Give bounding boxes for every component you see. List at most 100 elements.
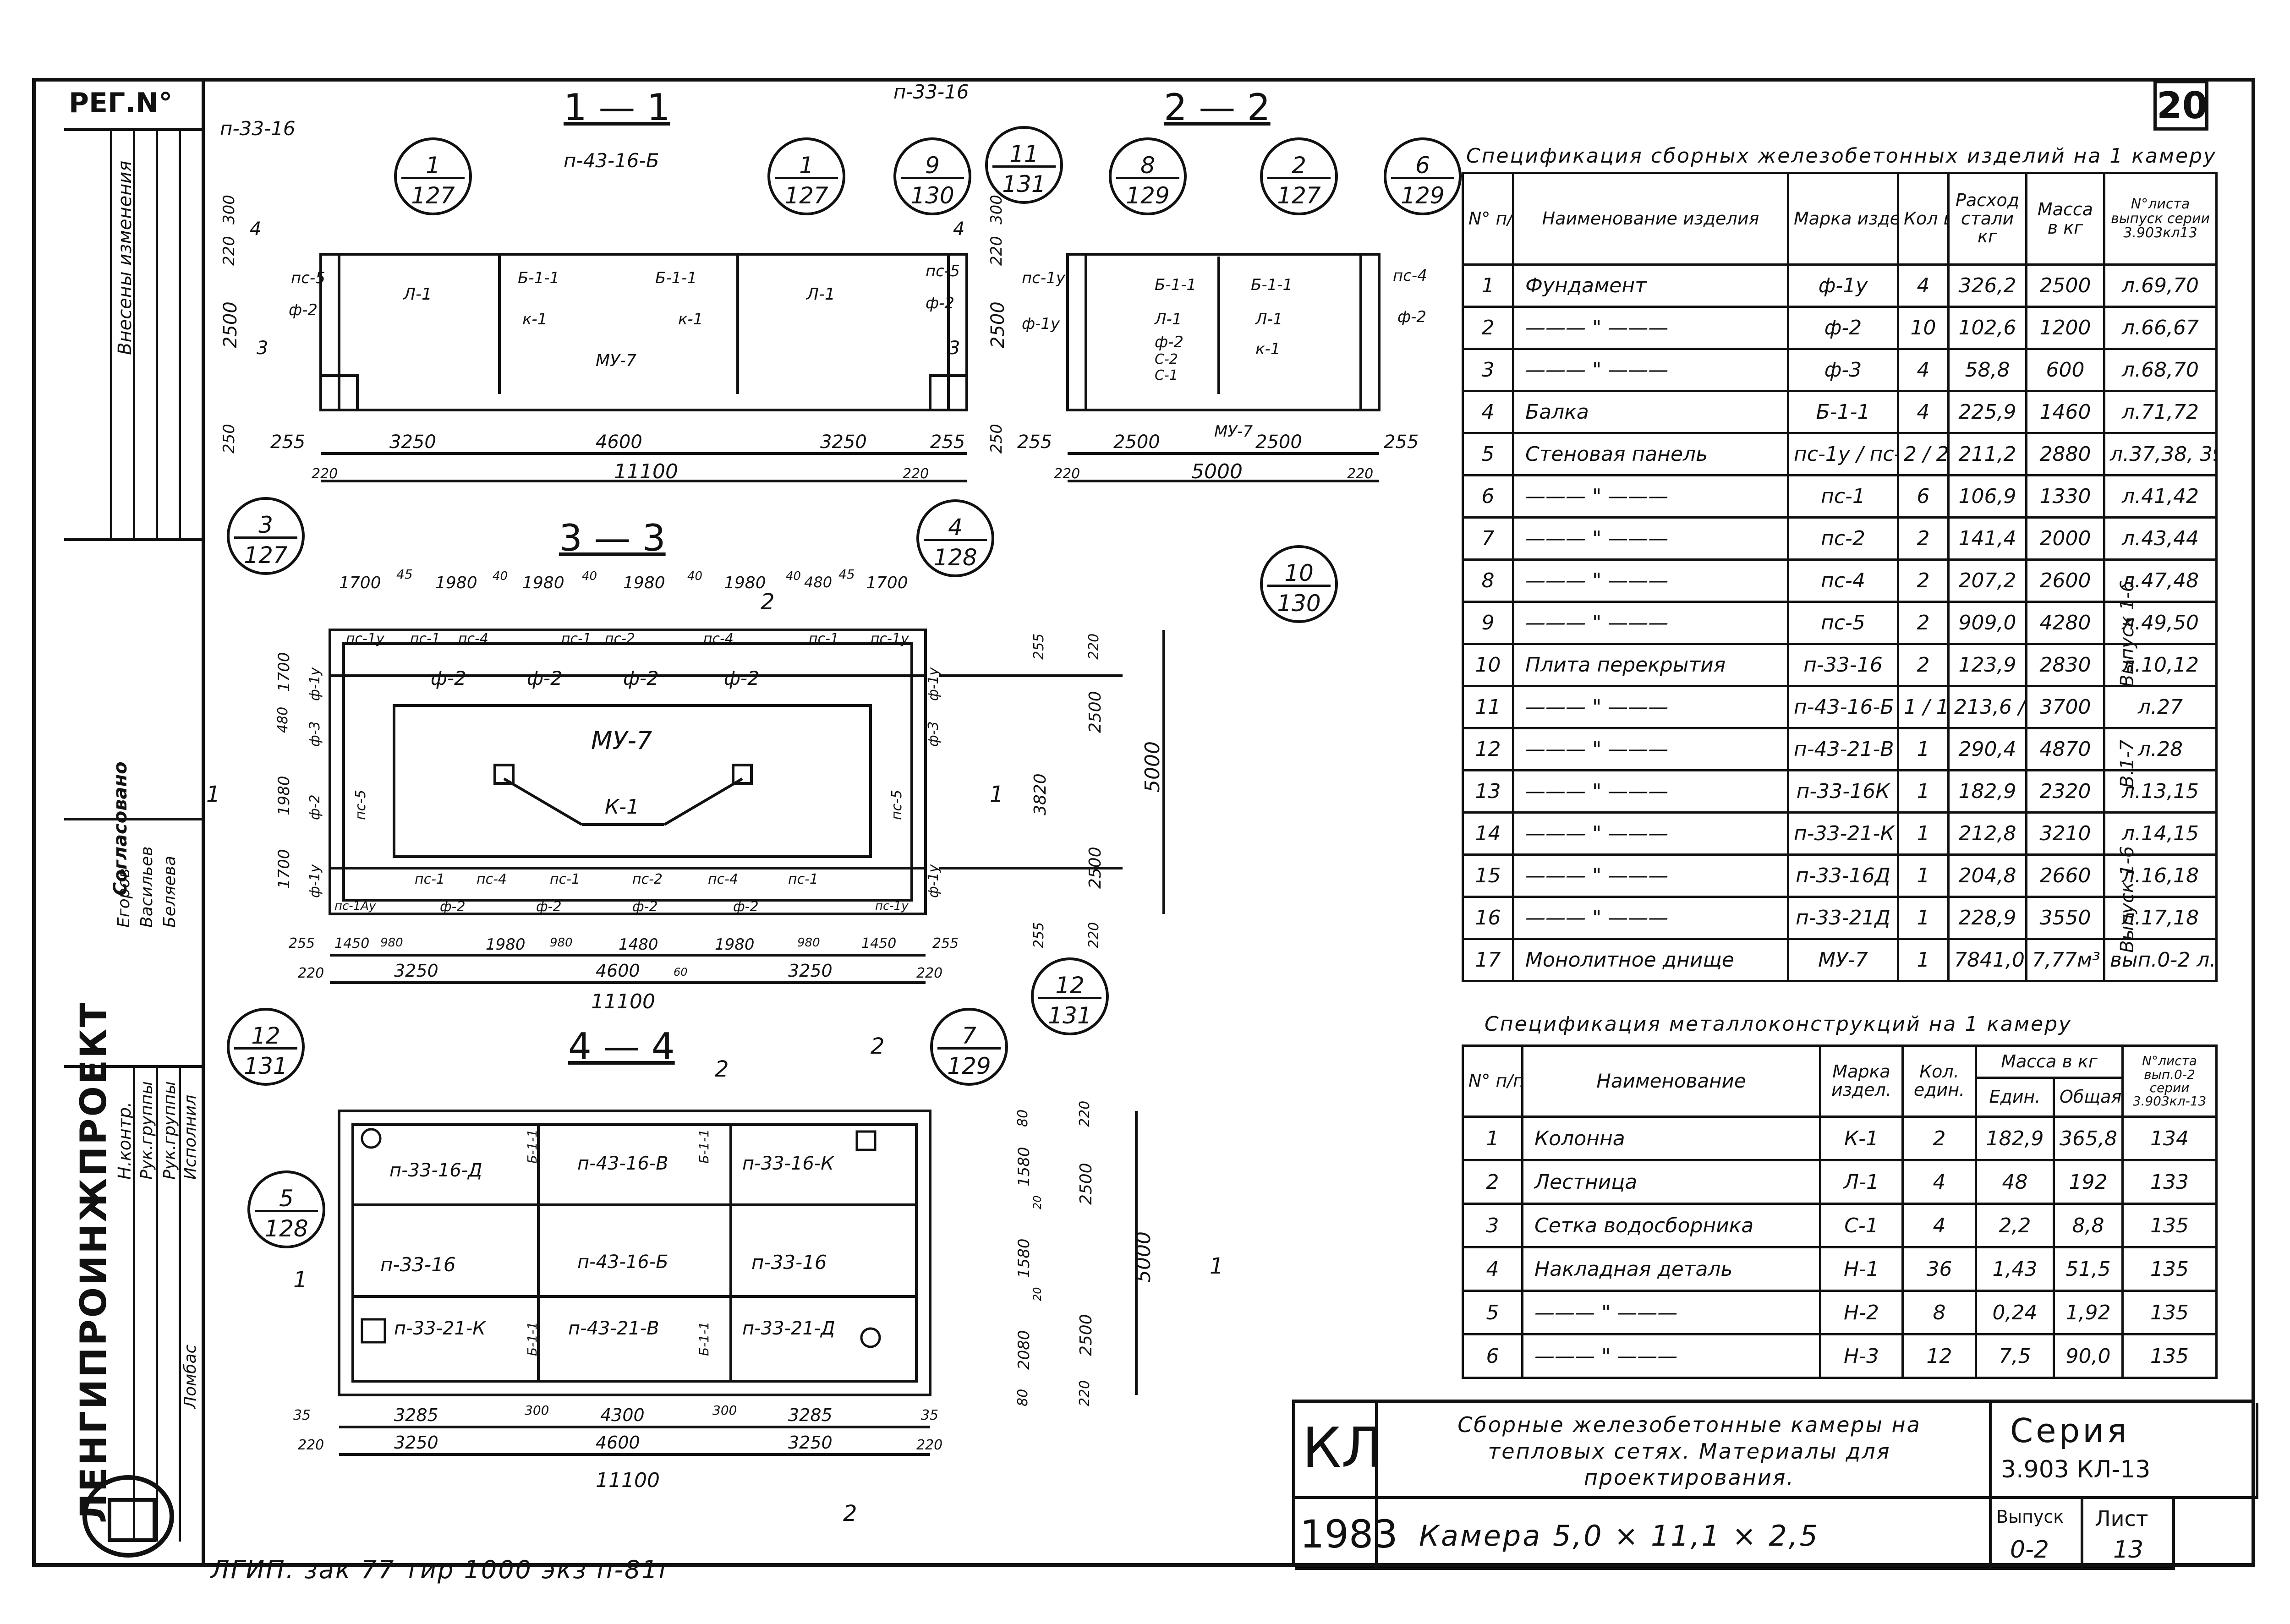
title-block: КЛ 1983 Сборные железобетонные камеры на… bbox=[1292, 1400, 2258, 1570]
spec2-cell: 182,9 bbox=[1975, 1115, 2055, 1161]
spec2-cell: 51,5 bbox=[2053, 1246, 2124, 1292]
spec1-cell: 58,8 bbox=[1947, 348, 2027, 392]
tb-sheet: 13 bbox=[2113, 1536, 2144, 1564]
label-b11-a: Б-1-1 bbox=[518, 269, 560, 287]
sec11-mark-3a: 3 bbox=[257, 338, 268, 359]
drawings-svg bbox=[319, 253, 1381, 1456]
sec11-mark-4b: 4 bbox=[953, 219, 965, 240]
sec33-bot-60: 60 bbox=[674, 966, 688, 979]
spec1-cell: 207,2 bbox=[1947, 558, 2027, 603]
tb-sheet-label: Лист bbox=[2095, 1506, 2148, 1531]
sec11-dim-4600: 4600 bbox=[596, 432, 642, 453]
spec1-cell: 9 bbox=[1462, 601, 1514, 645]
spec1-cell: ——— " ——— bbox=[1512, 601, 1789, 645]
spec1-cell: 2660 bbox=[2025, 853, 2105, 898]
spec2-cell: 365,8 bbox=[2053, 1115, 2124, 1161]
sec33-f2-a: ф-2 bbox=[431, 667, 466, 689]
sec44-cut-2b: 2 bbox=[843, 1501, 857, 1526]
sec33-bot-980a: 980 bbox=[380, 936, 403, 950]
spec1-cell: ——— " ——— bbox=[1512, 811, 1789, 856]
sec44-b-4300: 4300 bbox=[600, 1405, 645, 1425]
spec2-h-mass: Масса в кг bbox=[1975, 1044, 2124, 1079]
spec1-h-mark: Марка изделия bbox=[1787, 172, 1899, 266]
label-l1-a: Л-1 bbox=[403, 285, 432, 304]
spec1-cell: л.43,44 bbox=[2103, 516, 2218, 561]
spec1-cell: ——— " ——— bbox=[1512, 769, 1789, 814]
sec22-b11a: Б-1-1 bbox=[1155, 276, 1197, 294]
spec2-cell: 90,0 bbox=[2053, 1333, 2124, 1379]
sec44-b-300a: 300 bbox=[525, 1403, 549, 1418]
sec33-top-ps1-a: пс-1 bbox=[410, 631, 441, 647]
sec44-cut-1b: 1 bbox=[1210, 1253, 1224, 1279]
spec2-cell: 135 bbox=[2121, 1203, 2218, 1248]
spec1-cell: 4 bbox=[1897, 390, 1950, 434]
spec1-cell: Фундамент bbox=[1512, 263, 1789, 308]
spec2-cell: Колонна bbox=[1521, 1115, 1821, 1161]
spec1-cell: 141,4 bbox=[1947, 516, 2027, 561]
spec1-cell: 228,9 bbox=[1947, 896, 2027, 940]
sec44-cut-1a: 1 bbox=[293, 1267, 307, 1293]
sec11-dim-3250b: 3250 bbox=[820, 432, 867, 453]
sec44-r-20a: 20 bbox=[1031, 1195, 1044, 1209]
sec11-dim-255b: 255 bbox=[930, 432, 965, 453]
sec33-bot-1450a: 1450 bbox=[334, 935, 370, 951]
sec44-r-2500a: 2500 bbox=[1077, 1163, 1096, 1205]
sec44-b2-220a: 220 bbox=[298, 1437, 324, 1453]
sec33-botf-f2b: ф-2 bbox=[536, 899, 562, 915]
sec33-right-2500a: 2500 bbox=[1086, 691, 1105, 733]
sec44-plate-7: п-33-21-К bbox=[394, 1318, 486, 1339]
sec11-dim-255a: 255 bbox=[270, 432, 306, 453]
section-1-1-outline bbox=[319, 253, 968, 411]
section-4-4-title: 4 — 4 bbox=[568, 1025, 675, 1068]
spec1-cell: л.13,15 bbox=[2103, 769, 2218, 814]
spec1-cell: пс-2 bbox=[1787, 516, 1899, 561]
sec44-b-35a: 35 bbox=[293, 1407, 311, 1423]
spec1-cell: 212,8 bbox=[1947, 811, 2027, 856]
spec1-cell: 11 bbox=[1462, 685, 1514, 729]
spec1-cell: 10 bbox=[1897, 306, 1950, 350]
section-4-4-outline bbox=[338, 1110, 931, 1396]
sec33-bot-1980b: 1980 bbox=[715, 935, 755, 954]
sec11-dim-v-2500: 2500 bbox=[220, 301, 241, 348]
sec22-dim-v-220: 220 bbox=[987, 236, 1006, 266]
sec44-r-2080: 2080 bbox=[1015, 1330, 1033, 1370]
spec1-cell: л.14,15 bbox=[2103, 811, 2218, 856]
spec1-cell: пс-4 bbox=[1787, 558, 1899, 603]
sec22-dim-255a: 255 bbox=[1017, 432, 1052, 453]
spec1-side-note-3: Выпуск 1-6 bbox=[2117, 846, 2138, 953]
spec1-cell: 7 bbox=[1462, 516, 1514, 561]
spec1-cell: л.28 bbox=[2103, 727, 2218, 771]
spec1-cell: 4280 bbox=[2025, 601, 2105, 645]
sec22-dim-220b: 220 bbox=[1347, 466, 1374, 482]
sec33-f2-c: ф-2 bbox=[623, 667, 659, 689]
tb-description: Сборные железобетонные камеры на тепловы… bbox=[1457, 1412, 1921, 1490]
spec1-cell: л.37,38, 39,40 bbox=[2103, 432, 2218, 476]
sec33-bot-1980a: 1980 bbox=[486, 935, 526, 954]
spec1-cell: 6 bbox=[1462, 474, 1514, 519]
sec33-left-1700b: 1700 bbox=[275, 849, 293, 889]
sec33-side-f1u-b: ф-1у bbox=[307, 864, 323, 898]
sec11-dim-220b: 220 bbox=[903, 466, 929, 482]
sec33-cut-1b: 1 bbox=[990, 782, 1004, 807]
spec2-h-total: Общая bbox=[2053, 1077, 2124, 1118]
sec33-botf-ps1au: пс-1Ау bbox=[334, 899, 376, 913]
spec1-cell: л.68,70 bbox=[2103, 348, 2218, 392]
sec33-bot-ps4-b: пс-4 bbox=[708, 871, 739, 887]
spec1-cell: 5 bbox=[1462, 432, 1514, 476]
sec44-r-20b: 20 bbox=[1031, 1287, 1044, 1301]
spec1-cell: Монолитное днище bbox=[1512, 938, 1789, 982]
sec44-total: 11100 bbox=[596, 1469, 660, 1492]
spec1-cell: 1 bbox=[1897, 769, 1950, 814]
sec22-ps1u: пс-1у bbox=[1022, 269, 1065, 287]
spec1-cell: ——— " ——— bbox=[1512, 516, 1789, 561]
sec33-bot2-220b: 220 bbox=[916, 965, 943, 981]
spec2-cell: 12 bbox=[1901, 1333, 1977, 1379]
spec1-h-name: Наименование изделия bbox=[1512, 172, 1789, 266]
